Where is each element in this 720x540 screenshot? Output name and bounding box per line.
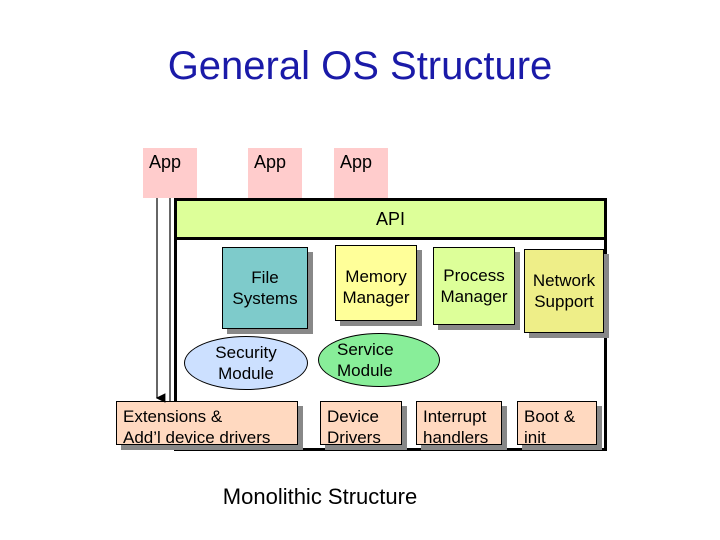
process-manager-line-1: Process — [443, 266, 505, 285]
file-systems-line-1: File — [251, 268, 279, 287]
boot-init-box: Boot & init — [517, 401, 597, 447]
security-module-line-1: Security — [215, 343, 277, 362]
app-label: App — [254, 152, 287, 172]
process-manager-line-2: Manager — [440, 287, 508, 306]
security-module-line-2: Module — [218, 364, 274, 383]
api-label: API — [375, 208, 405, 229]
extensions-line-1: Extensions & — [123, 407, 223, 426]
network-support-box: Network Support — [524, 249, 604, 333]
service-module-oval: Service Module — [318, 333, 440, 387]
app-box-1: App — [143, 148, 197, 198]
extensions-box: Extensions & Add’l device drivers — [116, 401, 298, 447]
device-drivers-line-1: Device — [327, 407, 379, 426]
service-module-line-2: Module — [337, 361, 393, 380]
memory-manager-box: Memory Manager — [335, 245, 417, 321]
interrupt-handlers-box: Interrupt handlers — [416, 401, 502, 447]
file-systems-box: File Systems — [222, 247, 308, 329]
boot-init-line-1: Boot & — [524, 407, 576, 426]
page-title: General OS Structure — [167, 44, 553, 88]
app-box-2: App — [248, 148, 302, 198]
memory-manager-line-1: Memory — [345, 267, 407, 286]
security-module-oval: Security Module — [184, 336, 308, 390]
process-manager-box: Process Manager — [433, 247, 515, 325]
service-module-line-1: Service — [337, 340, 394, 359]
app-label: App — [340, 152, 373, 172]
interrupt-handlers-line-2: handlers — [423, 428, 489, 447]
network-support-line-1: Network — [532, 271, 596, 290]
file-systems-line-2: Systems — [232, 289, 298, 308]
app-label: App — [149, 152, 182, 172]
api-layer: API — [174, 198, 607, 240]
memory-manager-line-2: Manager — [342, 288, 410, 307]
extensions-line-2: Add’l device drivers — [123, 428, 271, 447]
device-drivers-line-2: Drivers — [327, 428, 381, 447]
network-support-line-2: Support — [534, 292, 594, 311]
device-drivers-box: Device Drivers — [320, 401, 402, 447]
interrupt-handlers-line-1: Interrupt — [423, 407, 487, 426]
boot-init-line-2: init — [524, 428, 546, 447]
app-box-3: App — [334, 148, 388, 198]
diagram-caption: Monolithic Structure — [222, 484, 418, 509]
